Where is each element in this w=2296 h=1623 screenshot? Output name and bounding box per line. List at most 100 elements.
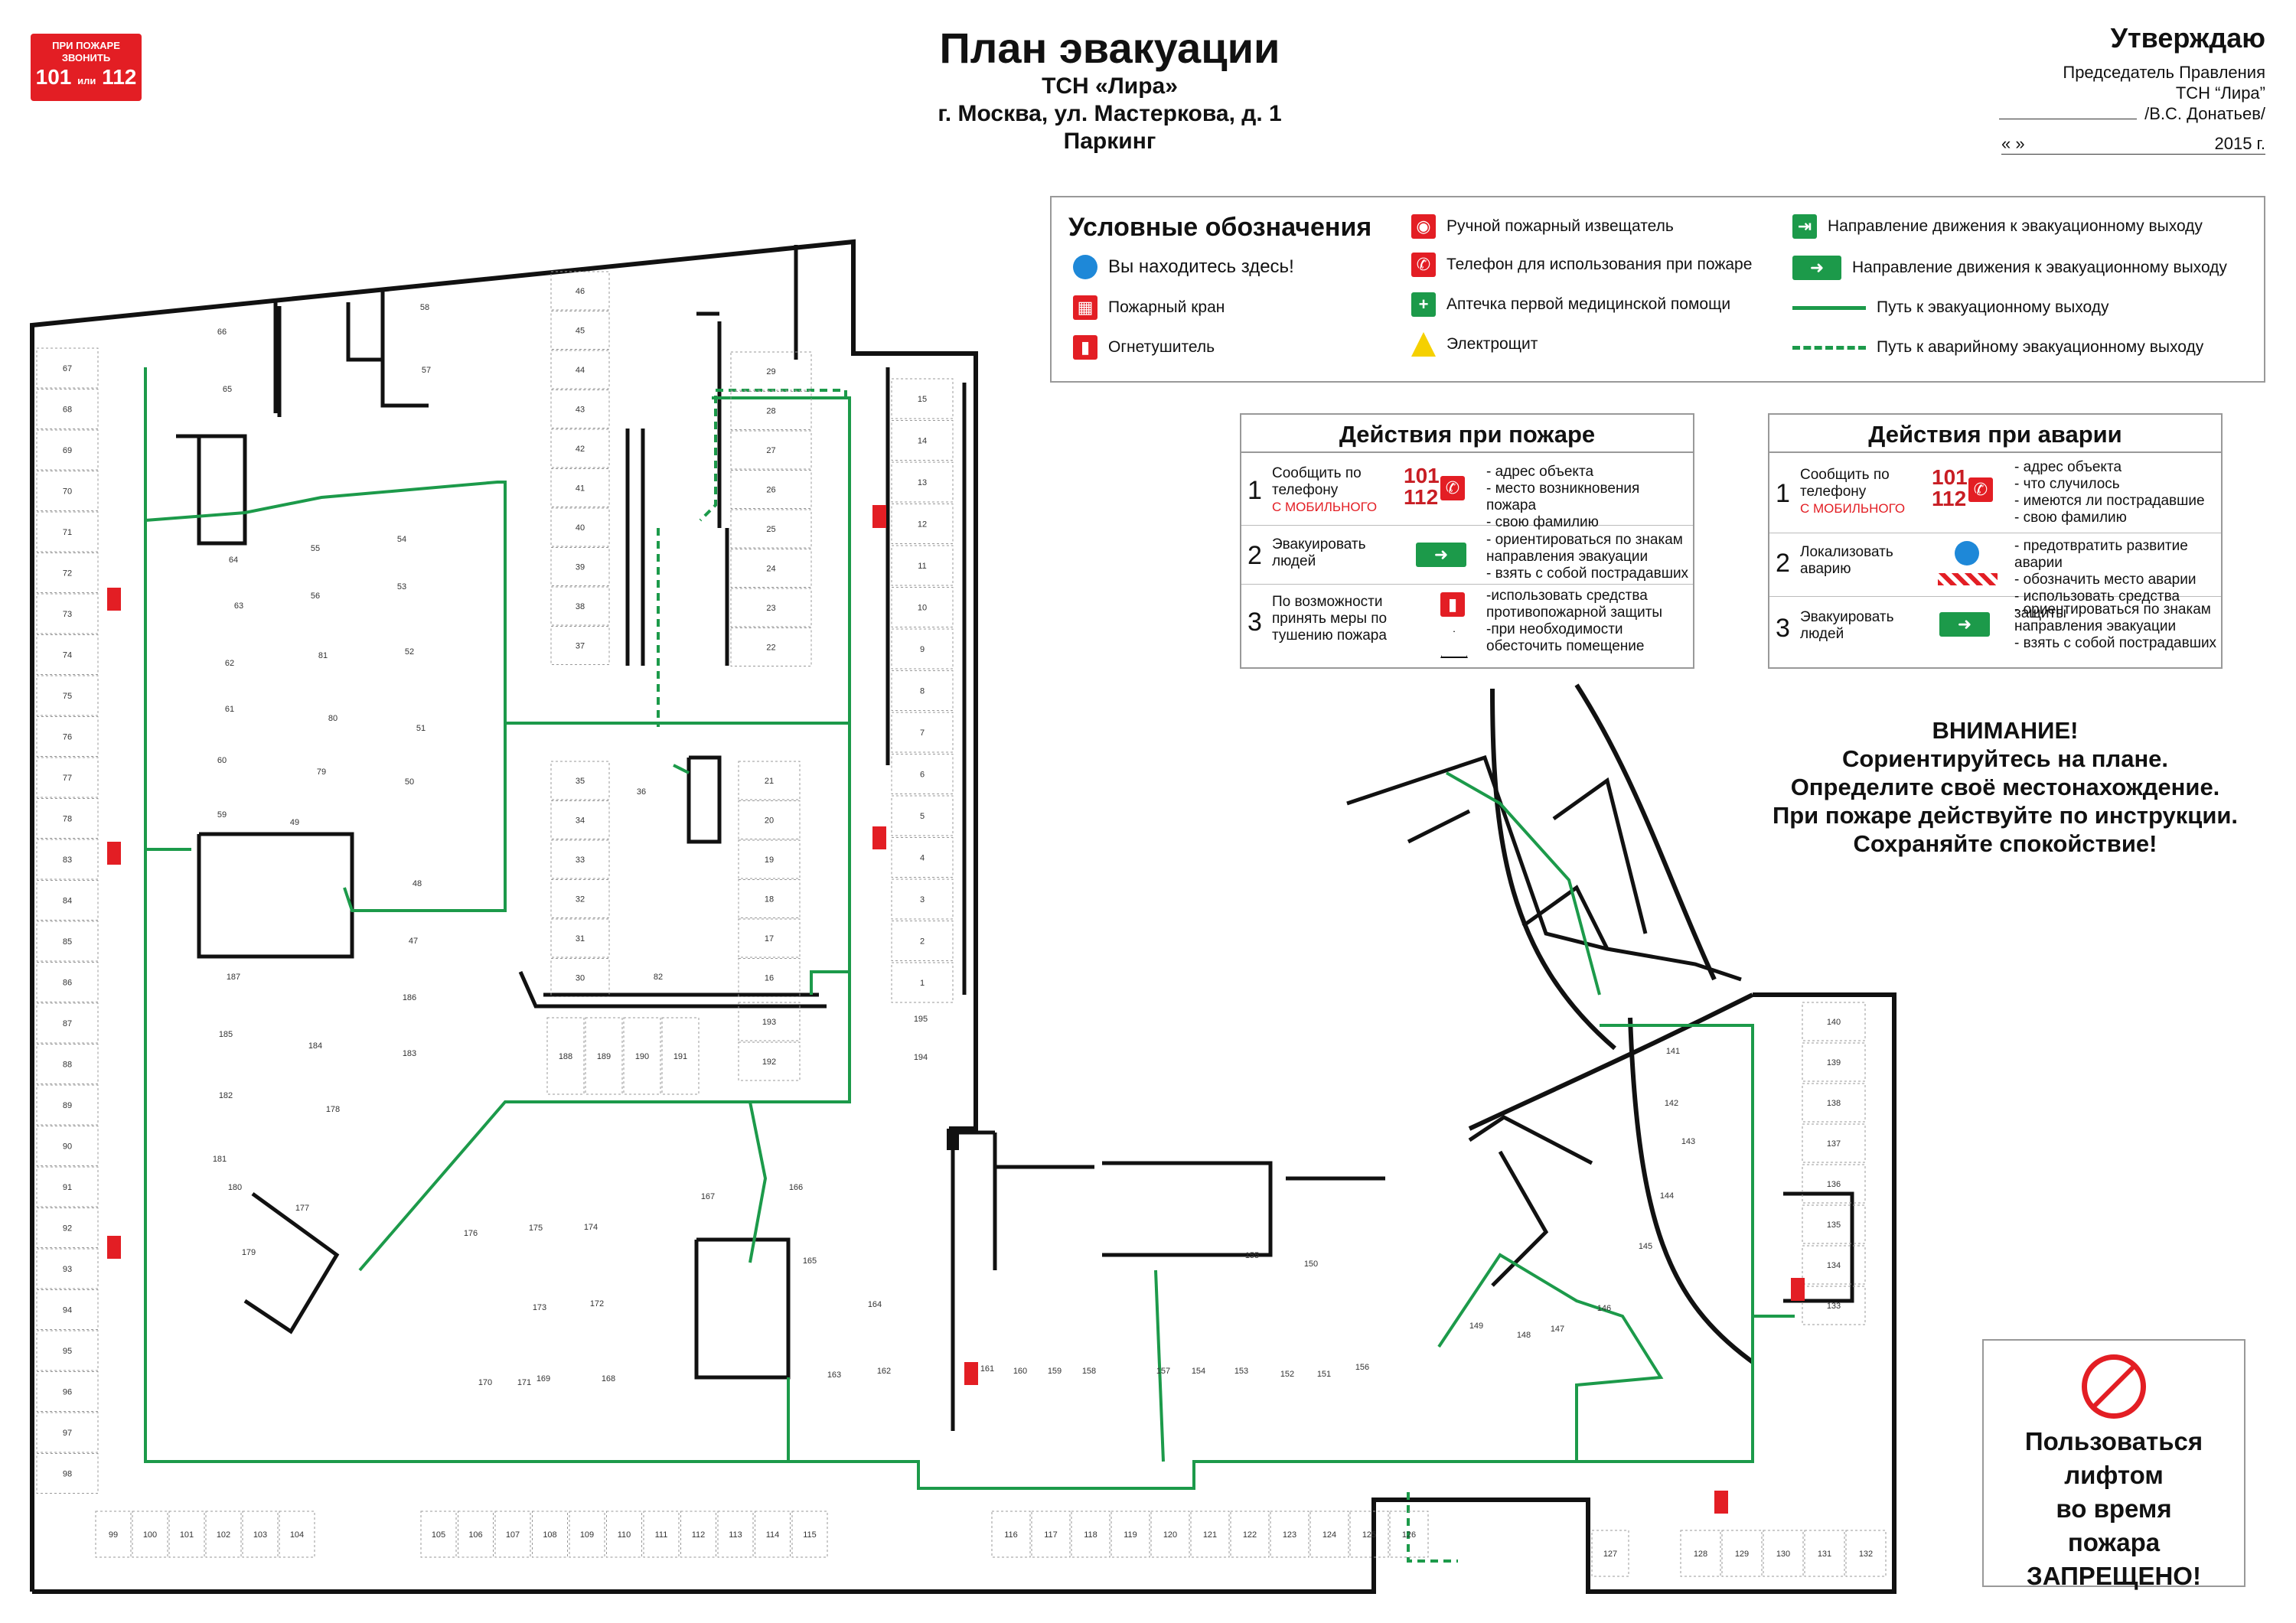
parking-space-number: 178 [326,1105,340,1114]
parking-space [730,549,812,588]
parking-space [1591,1530,1629,1577]
parking-space-number: 131 [1818,1550,1831,1559]
parking-space-number: 86 [63,979,72,988]
lift-warning-line: лифтом [2064,1461,2164,1489]
parking-space [585,1017,623,1095]
row-number: 2 [1247,541,1262,570]
parking-space [730,588,812,627]
parking-space-number: 68 [63,406,72,415]
parking-space [738,918,801,958]
parking-space [1270,1511,1309,1558]
parking-space-number: 83 [63,855,72,865]
parking-space [717,1511,754,1558]
parking-space [1230,1511,1270,1558]
parking-space-number: 115 [803,1530,817,1540]
parking-space-number: 15 [918,395,927,404]
parking-space-number: 45 [576,327,585,336]
fire-hydrant-icon [107,1236,121,1259]
parking-space-number: 47 [409,937,418,946]
parking-space-number: 79 [317,768,326,777]
fire-equipment [107,505,1805,1514]
parking-space-number: 163 [827,1370,841,1380]
parking-space-number: 172 [590,1299,604,1309]
attention-line: При пожаре действуйте по инструкции. [1772,802,2239,829]
fire-hydrant-icon [107,588,121,611]
parking-space-number: 191 [673,1052,687,1061]
fire-hydrant-icon [964,1362,978,1385]
parking-space [242,1511,279,1558]
parking-space [279,1511,315,1558]
lift-warning-line: ЗАПРЕЩЕНО! [2027,1562,2201,1590]
parking-space [730,509,812,549]
approval-block: Утверждаю Председатель Правления ТСН “Ли… [1929,24,2265,155]
parking-space [550,626,610,665]
parking-space [550,468,610,507]
emergency-route [657,389,1458,1563]
parking-space [550,547,610,586]
parking-space-number: 94 [63,1306,72,1315]
parking-space-number: 14 [918,437,927,446]
parking-space-number: 66 [217,328,227,337]
parking-space-number: 96 [63,1388,72,1397]
parking-space-number: 104 [290,1530,304,1540]
parking-space-number: 62 [225,659,234,668]
parking-space-number: 54 [397,535,406,544]
legend-title: Условные обозначения [1068,213,1372,242]
parking-space-number: 26 [766,486,775,495]
parking-space [1845,1530,1887,1577]
parking-space-number: 43 [576,406,585,415]
parking-space-number: 176 [464,1229,478,1238]
parking-space-number: 24 [766,565,775,574]
parking-space-number: 39 [576,563,585,572]
parking-space-number: 42 [576,445,585,454]
parking-space [1190,1511,1230,1558]
parking-space-number: 127 [1603,1550,1617,1559]
fire-actions-title: Действия при пожаре [1241,415,1693,453]
legend-label: Огнетушитель [1108,338,1215,356]
parking-space-number: 111 [655,1530,668,1540]
parking-space-number: 60 [217,756,227,765]
approval-year: 2015 г. [2214,134,2265,153]
fire-number-101: 101 [35,65,72,89]
parking-space-number: 100 [143,1530,157,1540]
row-number: 1 [1776,479,1790,508]
mobile-label: С МОБИЛЬНОГО [1800,501,1906,516]
first-aid-icon: + [1411,292,1436,317]
parking-space-number: 30 [576,974,585,983]
parking-space [791,1511,828,1558]
fire-hydrant-icon [107,842,121,865]
parking-space [168,1511,205,1558]
parking-space-number: 188 [559,1052,572,1061]
attention-heading: ВНИМАНИЕ! [1932,717,2079,744]
parking-space-number: 89 [63,1101,72,1110]
row-details: - предотвратить развитие аварии - обозна… [2014,538,2197,621]
parking-space-number: 168 [602,1374,615,1383]
parking-space-number: 52 [405,647,414,657]
parking-space-number: 64 [229,556,238,565]
protection-icon [1955,541,1979,565]
fire-phone-icon: ✆ [1968,477,1993,502]
fire-phone-icon: ✆ [1440,476,1465,500]
parking-space-number: 119 [1124,1530,1137,1540]
parking-space [550,350,610,389]
parking-space-number: 137 [1827,1139,1841,1149]
parking-space [132,1511,168,1558]
parking-space [546,1017,585,1095]
parking-space [1071,1511,1110,1558]
legend-label: Телефон для использования при пожаре [1446,256,1753,273]
parking-space-number: 153 [1234,1367,1248,1376]
parking-space-number: 48 [413,879,422,888]
parking-space-number: 55 [311,544,320,553]
parking-space-number: 195 [914,1015,928,1024]
parking-space-number: 161 [980,1364,994,1374]
fire-action-row: 2 Эвакуировать людей ➜ - ориентироваться… [1241,526,1693,585]
parking-space-number: 49 [290,818,299,827]
parking-space-number: 189 [597,1052,611,1061]
parking-space-number: 16 [765,974,774,983]
parking-space-number: 75 [63,692,72,701]
parking-space-number: 108 [543,1530,556,1540]
parking-space-number: 114 [766,1530,780,1540]
parking-space-number: 135 [1827,1221,1841,1230]
